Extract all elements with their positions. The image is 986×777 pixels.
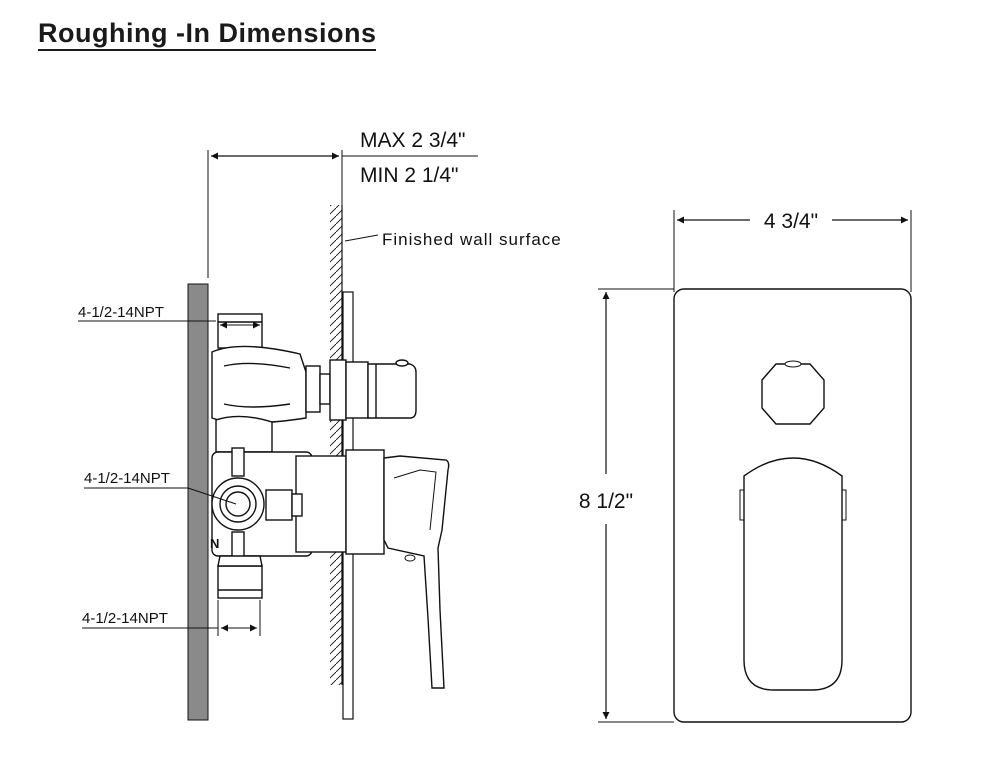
depth-dimension: MAX 2 3/4" MIN 2 1/4"	[207, 129, 478, 278]
valve-body	[211, 313, 417, 599]
width-label: 4 3/4"	[764, 210, 818, 233]
page-title: Roughing -In Dimensions	[38, 18, 377, 51]
npt-callout-bottom: 4-1/2-14NPT	[82, 600, 261, 636]
width-dimension: 4 3/4"	[673, 210, 912, 292]
height-label: 8 1/2"	[579, 490, 633, 513]
finished-wall-label: Finished wall surface	[382, 230, 562, 249]
diverter-knob-front	[761, 363, 825, 425]
inlet-mark: N	[210, 536, 219, 551]
height-dimension: 8 1/2"	[579, 288, 674, 723]
npt-callout-top: 4-1/2-14NPT	[78, 304, 260, 329]
svg-text:4-1/2-14NPT: 4-1/2-14NPT	[84, 470, 170, 487]
lever-handle-side	[383, 455, 450, 689]
lever-handle-front	[743, 457, 843, 691]
svg-text:4-1/2-14NPT: 4-1/2-14NPT	[78, 304, 164, 321]
depth-min-label: MIN 2 1/4"	[360, 164, 459, 187]
npt-callout-middle: 4-1/2-14NPT	[84, 470, 237, 505]
depth-max-label: MAX 2 3/4"	[360, 129, 466, 152]
finished-wall: Finished wall surface	[330, 205, 562, 685]
svg-text:4-1/2-14NPT: 4-1/2-14NPT	[82, 610, 168, 627]
stud-board	[187, 283, 209, 721]
